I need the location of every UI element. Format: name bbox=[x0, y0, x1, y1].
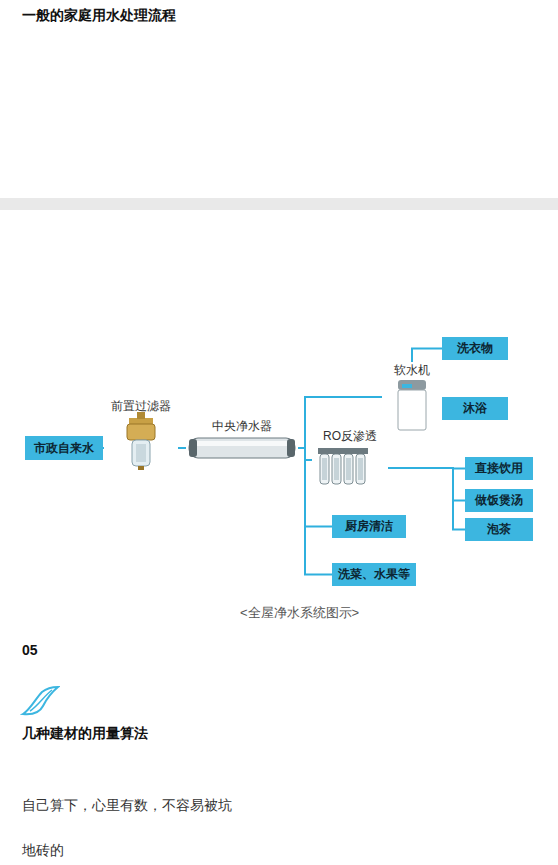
pipe-connector bbox=[178, 447, 186, 449]
usage-box: 做饭煲汤 bbox=[465, 489, 533, 512]
box-label: 泡茶 bbox=[487, 521, 511, 538]
box-label: 直接饮用 bbox=[475, 460, 523, 477]
box-label: 洗菜、水果等 bbox=[338, 566, 410, 583]
section-number: 05 bbox=[22, 642, 38, 658]
figure-caption: <全屋净水系统图示> bbox=[240, 604, 359, 622]
pipe-connector bbox=[298, 448, 332, 575]
box-label: 沐浴 bbox=[463, 400, 487, 417]
box-label: 厨房清洁 bbox=[345, 518, 393, 535]
section-divider bbox=[0, 198, 558, 210]
usage-box: 沐浴 bbox=[442, 397, 508, 420]
device-unit: RO反渗透 bbox=[312, 428, 388, 492]
device-unit: 前置过滤器 bbox=[104, 398, 178, 472]
box-label: 市政自来水 bbox=[34, 440, 94, 457]
body-text: 自己算下，心里有数，不容易被坑 bbox=[22, 797, 232, 815]
device-label: 中央净水器 bbox=[186, 418, 298, 435]
device-unit: 中央净水器 bbox=[186, 418, 298, 462]
pipe-connector bbox=[298, 448, 332, 527]
usage-box: 洗衣物 bbox=[442, 337, 508, 360]
usage-box: 厨房清洁 bbox=[332, 515, 406, 538]
pipe-connector bbox=[103, 447, 104, 449]
section-heading: 几种建材的用量算法 bbox=[22, 725, 148, 743]
page-heading: 一般的家庭用水处理流程 bbox=[22, 7, 176, 25]
usage-box: 泡茶 bbox=[465, 518, 533, 541]
usage-box: 市政自来水 bbox=[25, 436, 103, 460]
body-text: 地砖的 bbox=[22, 842, 64, 860]
usage-box: 直接饮用 bbox=[465, 457, 533, 480]
device-label: RO反渗透 bbox=[312, 428, 388, 445]
box-label: 洗衣物 bbox=[457, 340, 493, 357]
box-label: 做饭煲汤 bbox=[475, 492, 523, 509]
usage-box: 洗菜、水果等 bbox=[332, 563, 416, 586]
device-label: 软水机 bbox=[382, 362, 442, 379]
section-icon bbox=[20, 684, 60, 718]
device-unit: 软水机 bbox=[382, 362, 442, 432]
pipe-connector bbox=[412, 349, 442, 363]
device-label: 前置过滤器 bbox=[104, 398, 178, 415]
